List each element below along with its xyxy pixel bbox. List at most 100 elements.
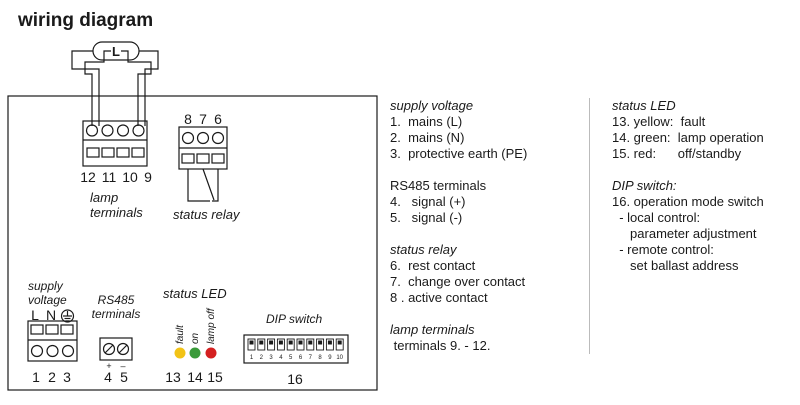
legend-line: 16. operation mode switch	[612, 194, 764, 209]
dip-switch-tick-label: 4	[279, 355, 283, 361]
supply-label: supply	[28, 279, 64, 293]
dip-switch-knob	[337, 340, 342, 345]
lamp-terminal-number: 12	[80, 169, 96, 185]
lamp-terminals-label: terminals	[90, 205, 143, 220]
dip-switch-tick-label: 1	[250, 355, 254, 361]
dip-switch-tick-label: 5	[289, 355, 293, 361]
legend-line: - local control:	[612, 210, 701, 225]
legend-line: 2. mains (N)	[390, 130, 465, 145]
led-red	[205, 347, 217, 359]
led-label-fault: fault	[175, 324, 186, 344]
legend-heading: DIP switch:	[612, 178, 677, 193]
dip-switch-tick-label: 2	[260, 355, 264, 361]
legend-spacer	[390, 162, 527, 178]
lamp-terminal-screw	[132, 124, 145, 137]
supply-terminal-number: 2	[48, 369, 56, 385]
legend-spacer	[390, 306, 527, 322]
legend-line: 1. mains (L)	[390, 114, 463, 129]
status-led-label: status LED	[163, 286, 227, 301]
legend-heading: status LED	[612, 98, 676, 113]
dip-switch-knob	[269, 340, 274, 345]
supply-terminal-number: 1	[32, 369, 40, 385]
relay-terminal-screw	[181, 131, 195, 145]
dip-switch-tick-label: 8	[318, 355, 322, 361]
lamp-wires	[71, 50, 159, 126]
led-yellow	[174, 347, 186, 359]
relay-terminal-number: 7	[199, 111, 207, 127]
rs485-label: terminals	[92, 307, 141, 321]
legend-divider	[589, 98, 590, 354]
legend-line: 8 . active contact	[390, 290, 488, 305]
legend-heading: status relay	[390, 242, 457, 257]
led-green	[189, 347, 201, 359]
lamp-symbol-label: L	[112, 44, 120, 59]
legend-spacer	[612, 162, 764, 178]
legend-line: 7. change over contact	[390, 274, 526, 289]
dip-switch-tick-label: 10	[336, 355, 343, 361]
rs485-minus-sign: –	[120, 361, 125, 371]
dip-switch-cell	[286, 338, 295, 351]
legend-line: 13. yellow: fault	[612, 114, 706, 129]
legend-heading: supply voltage	[390, 98, 474, 113]
supply-terminal-screw	[46, 344, 59, 358]
lamp-terminal-block	[82, 120, 148, 167]
dip-switch-knob	[327, 340, 332, 345]
legend-line: 15. red: off/standby	[612, 146, 742, 161]
dip-switch-number: 16	[287, 371, 303, 387]
relay-terminal-number: 6	[214, 111, 222, 127]
supply-terminal-block	[27, 320, 78, 362]
dip-switch-knob	[298, 340, 303, 345]
lamp-terminal-screw	[116, 124, 130, 137]
dip-switch-tick-label: 9	[328, 355, 332, 361]
legend-line: 3. protective earth (PE)	[390, 146, 528, 161]
dip-switch-knob	[278, 340, 283, 345]
led-label-on: on	[190, 332, 201, 344]
lamp-terminal-screw	[101, 124, 114, 137]
relay-terminal-screw	[211, 131, 225, 145]
dip-switch-cell	[296, 338, 305, 351]
led-number: 13	[165, 369, 181, 385]
dip-switch-block	[243, 334, 349, 364]
legend-line: terminals 9. - 12.	[390, 338, 491, 353]
supply-top-label: N	[46, 307, 56, 323]
supply-terminal-number: 3	[63, 369, 71, 385]
dip-switch-knob	[318, 340, 323, 345]
dip-switch-cell	[257, 338, 266, 351]
protective-earth-icon	[60, 309, 75, 323]
lamp-terminal-number: 9	[144, 169, 152, 185]
legend-line: set ballast address	[612, 258, 739, 273]
supply-label: voltage	[28, 293, 67, 307]
rs485-terminal-number: 5	[120, 369, 128, 385]
legend-line: 6. rest contact	[390, 258, 476, 273]
dip-switch-cell	[316, 338, 325, 351]
dip-switch-knob	[249, 340, 254, 345]
legend-line: RS485 terminals	[390, 178, 487, 193]
dip-switch-cell	[306, 338, 315, 351]
legend-line: parameter adjustment	[612, 226, 757, 241]
rs485-label: RS485	[98, 293, 135, 307]
dip-switch-knob	[308, 340, 313, 345]
relay-contact-wires	[187, 168, 219, 202]
legend-line: 14. green: lamp operation	[612, 130, 764, 145]
lamp-terminals-label: lamp	[90, 190, 118, 205]
rs485-terminal-block	[99, 337, 133, 361]
dip-switch-knob	[259, 340, 264, 345]
status-relay-label: status relay	[173, 207, 241, 222]
led-number: 15	[207, 369, 223, 385]
legend-line: 5. signal (-)	[390, 210, 463, 225]
device-enclosure	[7, 95, 378, 391]
diagram-title: wiring diagram	[18, 10, 154, 31]
dip-switch-cell	[247, 338, 256, 351]
rs485-screw	[102, 342, 116, 356]
dip-switch-tick-label: 7	[309, 355, 313, 361]
lamp-terminal-number: 10	[122, 169, 138, 185]
lamp-terminal-screw	[85, 124, 99, 137]
lamp-terminal-number: 11	[102, 169, 117, 185]
supply-top-label: L	[31, 307, 39, 323]
dip-switch-tick-label: 6	[299, 355, 303, 361]
legend-spacer	[390, 226, 527, 242]
rs485-terminal-number: 4	[104, 369, 112, 385]
